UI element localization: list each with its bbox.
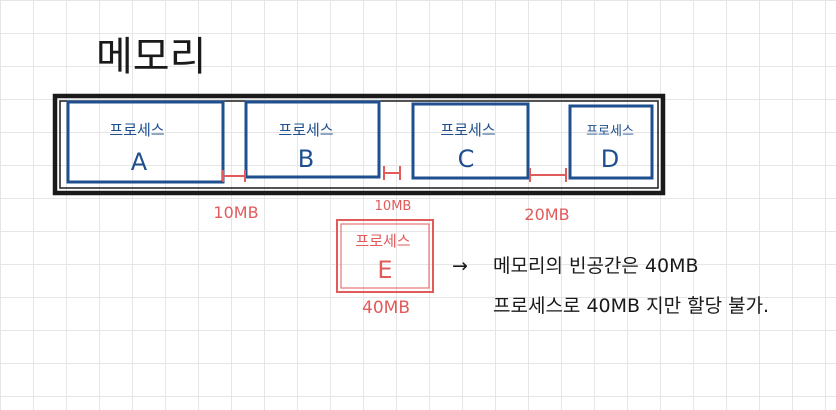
process-d-name: D: [601, 145, 619, 173]
note-line-2: 프로세스로 40MB 지만 할당 불가.: [493, 295, 769, 317]
memory-inner-box: [59, 100, 659, 189]
gap-1-size: 10MB: [213, 203, 258, 222]
process-a-box: [66, 100, 225, 184]
gap-marker-2: [383, 166, 401, 180]
process-e-inner-box: [340, 223, 430, 289]
process-b-box: [244, 100, 381, 179]
note-arrow: →: [452, 255, 468, 277]
process-b-label: 프로세스: [278, 121, 333, 139]
process-c-label: 프로세스: [440, 121, 495, 139]
process-a-label: 프로세스: [109, 121, 164, 139]
process-e-box: [336, 219, 434, 293]
gap-2-size: 10MB: [375, 199, 412, 214]
gap-3-size: 20MB: [524, 205, 569, 224]
process-b-name: B: [298, 145, 314, 173]
process-d-label: 프로세스: [586, 124, 634, 139]
gap-marker-1: [222, 170, 246, 182]
process-d-box: [568, 104, 654, 180]
process-e-name: E: [377, 256, 392, 284]
process-c-name: C: [458, 145, 475, 173]
diagram-title: 메모리: [96, 34, 206, 80]
process-e-label: 프로세스: [355, 232, 410, 250]
note-line-1: 메모리의 빈공간은 40MB: [493, 255, 699, 277]
memory-outer-box: [52, 93, 666, 196]
process-e-size: 40MB: [362, 298, 410, 318]
gap-marker-3: [529, 168, 567, 182]
process-c-box: [411, 102, 530, 180]
process-a-name: A: [131, 148, 148, 176]
